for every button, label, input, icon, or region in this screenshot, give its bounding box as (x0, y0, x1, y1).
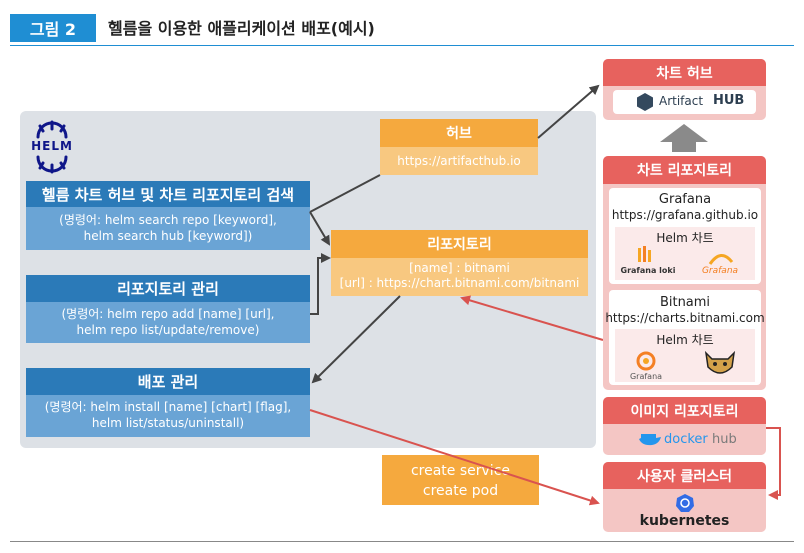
repository-name-line: [name] : bitnami (409, 261, 510, 275)
dockerhub-to-cluster-arrow (766, 427, 781, 500)
user-cluster-title: 사용자 클러스터 (603, 462, 766, 489)
grafana-chart-label: Helm 차트 (656, 230, 714, 245)
search-box-cmd-line2: helm search hub [keyword]) (83, 229, 253, 243)
grafana-icon (636, 351, 656, 371)
figure-label: 그림 2 (10, 14, 96, 42)
grafana-repo-name: Grafana (658, 191, 712, 207)
artifact-hub-logo: Artifact HUB (613, 90, 756, 114)
grafana-logo-text-1: Grafana (701, 266, 739, 276)
artifact-hub-hexagon-icon (637, 93, 653, 111)
chart-hub-title: 차트 허브 (603, 59, 766, 86)
grafana-swirl-icon (708, 254, 734, 265)
bitnami-repo-url: https://charts.bitnami.com (605, 311, 765, 325)
create-pod-label: create pod (422, 483, 499, 499)
chart-repo-title: 차트 리포지토리 (603, 156, 766, 184)
repository-url-line: [url] : https://chart.bitnami.com/bitnam… (339, 276, 580, 290)
helm-wheel-icon (36, 120, 68, 174)
kubernetes-wheel-icon (676, 494, 694, 512)
repo-mgmt-box-title: 리포지토리 관리 (26, 275, 310, 302)
grafana-loki-logo-text: Grafana loki (620, 266, 676, 275)
repo-mgmt-box-body: (명령어: helm repo add [name] [url], helm r… (26, 302, 310, 343)
docker-text-a: docker (664, 432, 708, 447)
tomcat-icon (704, 350, 736, 374)
repository-box-body: [name] : bitnami [url] : https://chart.b… (331, 258, 588, 296)
repository-box-title: 리포지토리 (331, 230, 588, 258)
top-divider (10, 45, 794, 46)
bottom-divider (10, 541, 794, 542)
figure-title: 헬름을 이용한 애플리케이션 배포(예시) (108, 19, 375, 38)
artifact-hub-text-a: Artifact (659, 94, 704, 108)
repo-mgmt-cmd-line1: (명령어: helm repo add [name] [url], (61, 307, 275, 321)
artifact-hub-text-b: HUB (713, 93, 745, 108)
grafana-repo-url: https://grafana.github.io (611, 208, 759, 222)
grafana-logo-text-2: Grafana (629, 372, 663, 381)
deploy-cmd-line1: (명령어: helm install [name] [chart] [flag]… (44, 400, 292, 414)
chart-repo-to-hub-arrow (660, 124, 708, 152)
repo-mgmt-cmd-line2: helm repo list/update/remove) (76, 323, 260, 337)
create-service-label: create service (410, 463, 511, 479)
deploy-box-title: 배포 관리 (26, 368, 310, 395)
hub-box-url: https://artifacthub.io (380, 147, 538, 175)
image-repo-title: 이미지 리포지토리 (603, 397, 766, 424)
create-box: create service create pod (382, 455, 539, 505)
docker-text-b: hub (712, 432, 737, 447)
search-box-cmd-line1: (명령어: helm search repo [keyword], (59, 213, 277, 227)
helm-logo-text: HELM (31, 139, 73, 153)
docker-whale-icon (639, 434, 661, 446)
hub-box-title: 허브 (380, 119, 538, 147)
search-box-body: (명령어: helm search repo [keyword], helm s… (26, 207, 310, 250)
kubernetes-logo-text: kubernetes (639, 513, 730, 529)
search-box-title: 헬름 차트 허브 및 차트 리포지토리 검색 (26, 181, 310, 207)
deploy-box-body: (명령어: helm install [name] [chart] [flag]… (26, 395, 310, 437)
bitnami-repo-name: Bitnami (659, 294, 711, 310)
bitnami-chart-label: Helm 차트 (656, 332, 714, 347)
deploy-cmd-line2: helm list/status/uninstall) (91, 416, 245, 430)
loki-icon (638, 246, 651, 262)
helm-logo: HELM (28, 119, 76, 175)
